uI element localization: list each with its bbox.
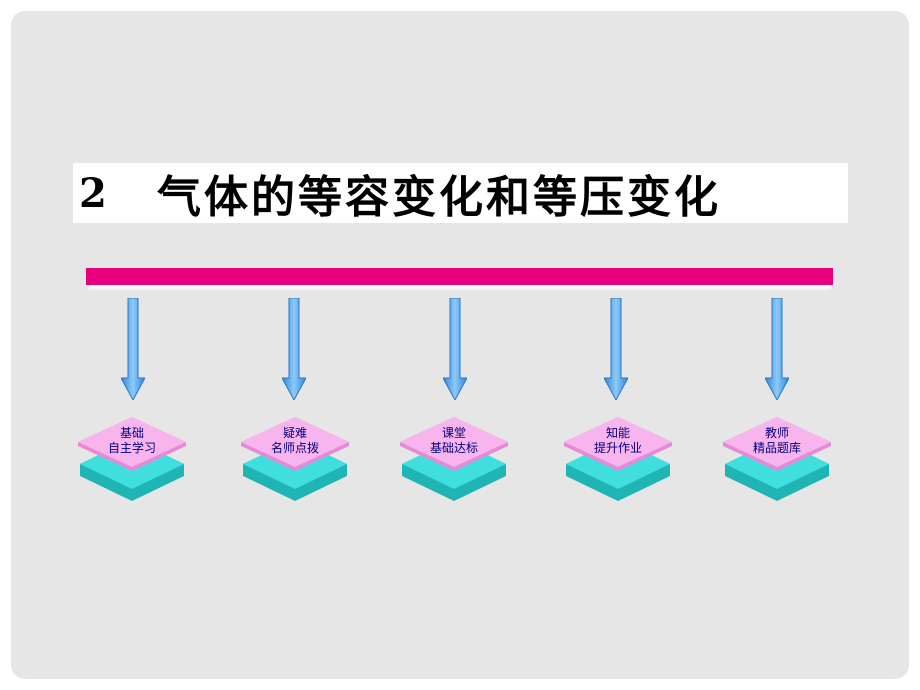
section-number: 2 (79, 169, 107, 217)
nav-label-line2: 精品题库 (752, 441, 801, 455)
nav-button-class-practice[interactable]: 课堂 基础达标 (394, 412, 514, 507)
stacked-diamond-icon (400, 417, 508, 501)
nav-label-line2: 自主学习 (107, 441, 156, 455)
stacked-diamond-icon (78, 417, 186, 501)
nav-label-line1: 知能 (605, 426, 630, 440)
nav-label: 教师 精品题库 (717, 426, 837, 456)
down-arrow-icon (604, 298, 628, 400)
nav-label-line2: 基础达标 (429, 441, 478, 455)
stacked-diamond-icon (241, 417, 349, 501)
down-arrow-icon (121, 298, 145, 400)
down-arrow-icon (765, 298, 789, 400)
nav-label-line1: 课堂 (441, 426, 466, 440)
nav-label: 知能 提升作业 (558, 426, 678, 456)
nav-button-homework[interactable]: 知能 提升作业 (558, 412, 678, 507)
nav-button-question-bank[interactable]: 教师 精品题库 (717, 412, 837, 507)
title-banner: 2 气体的等容变化和等压变化 (73, 163, 848, 223)
nav-label: 疑难 名师点拨 (235, 426, 355, 456)
down-arrow-icon (282, 298, 306, 400)
nav-label: 课堂 基础达标 (394, 426, 514, 456)
nav-button-basic-self-study[interactable]: 基础 自主学习 (72, 412, 192, 507)
nav-button-teacher-tips[interactable]: 疑难 名师点拨 (235, 412, 355, 507)
nav-label: 基础 自主学习 (72, 426, 192, 456)
stacked-diamond-icon (723, 417, 831, 501)
nav-label-line1: 疑难 (282, 426, 307, 440)
page-title: 气体的等容变化和等压变化 (157, 172, 721, 223)
accent-divider-bar (86, 268, 833, 285)
stacked-diamond-icon (564, 417, 672, 501)
nav-label-line1: 教师 (764, 426, 789, 440)
nav-label-line1: 基础 (119, 426, 144, 440)
nav-label-line2: 提升作业 (593, 441, 642, 455)
down-arrow-icon (443, 298, 467, 400)
nav-label-line2: 名师点拨 (270, 441, 319, 455)
